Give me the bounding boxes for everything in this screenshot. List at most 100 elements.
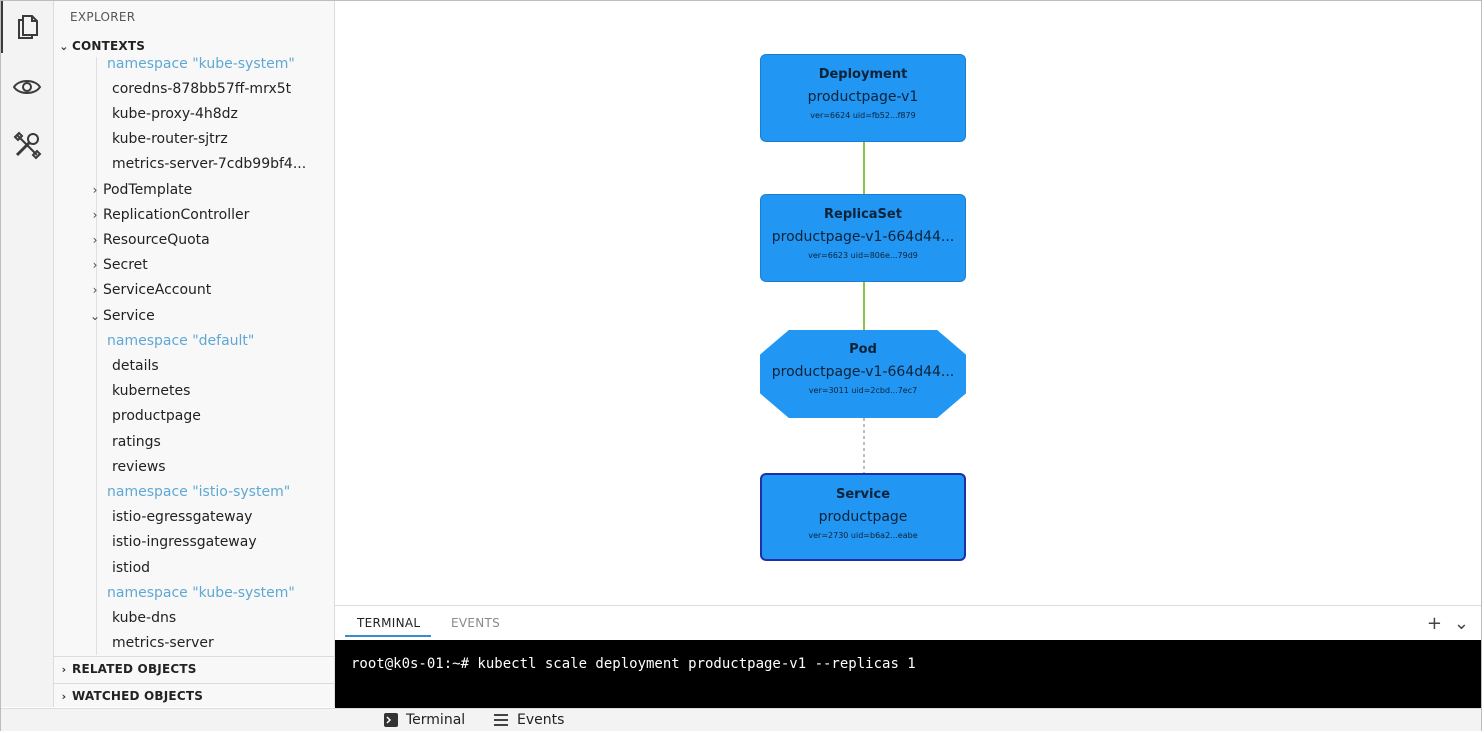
tree-indent-guide (96, 57, 97, 655)
tree-row-label: kubernetes (112, 383, 191, 400)
tree-row-label: namespace "istio-system" (107, 483, 291, 500)
tree-row-label: coredns-878bb57ff-mrx5t (112, 80, 292, 97)
tree-item[interactable]: ratings (112, 429, 161, 454)
tree-row-label: PodTemplate (103, 181, 193, 198)
namespace-row[interactable]: namespace "kube-system" (107, 580, 295, 605)
activity-bar (1, 1, 54, 707)
contexts-section-header[interactable]: ⌄ CONTEXTS (54, 34, 334, 58)
tab-events[interactable]: EVENTS (451, 616, 501, 630)
contexts-section-label: CONTEXTS (72, 39, 146, 53)
chevron-right-icon: › (92, 258, 98, 273)
chevron-down-icon[interactable]: ⌄ (1453, 613, 1469, 634)
statusbar-terminal-button[interactable]: Terminal (384, 712, 465, 728)
tree-row-label: istiod (112, 559, 151, 576)
tree-row-label: kube-router-sjtrz (112, 131, 228, 148)
tree-row-label: istio-egressgateway (112, 509, 253, 526)
watched-objects-section-header[interactable]: › WATCHED OBJECTS (54, 683, 334, 707)
tree-row-label: namespace "kube-system" (107, 584, 295, 601)
related-objects-label: RELATED OBJECTS (72, 662, 197, 676)
active-tab-indicator (345, 635, 431, 637)
terminal-icon (384, 713, 398, 727)
tree-item[interactable]: kube-router-sjtrz (112, 127, 228, 152)
resource-group[interactable]: › Secret (89, 253, 148, 278)
tree-item[interactable]: details (112, 353, 159, 378)
tree-row-label: ratings (112, 433, 161, 450)
tree-item[interactable]: istiod (112, 555, 150, 580)
node-name: productpage-v1-664d44... (771, 364, 955, 380)
node-kind: ReplicaSet (824, 207, 902, 222)
tools-activity-button[interactable] (1, 119, 53, 171)
pod-node[interactable]: Pod productpage-v1-664d44... ver=3011 ui… (760, 330, 966, 418)
link-edge-pod-service (863, 418, 865, 473)
node-meta: ver=6623 uid=806e...79d9 (808, 251, 918, 260)
statusbar-terminal-label: Terminal (406, 712, 466, 728)
tree-row-label: ServiceAccount (103, 282, 212, 299)
tree-row-label: namespace "default" (107, 332, 255, 349)
tree-row-label: Service (103, 307, 155, 324)
owner-edge-deployment-replicaset (863, 142, 865, 194)
resource-group[interactable]: › ReplicationController (89, 202, 250, 227)
terminal-output[interactable]: root@k0s-01:~# kubectl scale deployment … (335, 640, 1481, 709)
replicaset-node[interactable]: ReplicaSet productpage-v1-664d44... ver=… (760, 194, 966, 282)
tree-item[interactable]: istio-egressgateway (112, 505, 252, 530)
node-meta: ver=6624 uid=fb52...f879 (810, 111, 916, 120)
statusbar-events-button[interactable]: Events (493, 712, 564, 728)
service-node[interactable]: Service productpage ver=2730 uid=b6a2...… (760, 473, 966, 561)
resource-group[interactable]: › PodTemplate (89, 177, 193, 202)
related-objects-section-header[interactable]: › RELATED OBJECTS (54, 656, 334, 681)
chevron-right-icon: › (92, 283, 98, 298)
tree-row-label: istio-ingressgateway (112, 534, 257, 551)
tree-row-label: productpage (112, 408, 201, 425)
tree-item[interactable]: istio-ingressgateway (112, 530, 257, 555)
node-meta: ver=3011 uid=2cbd...7ec7 (808, 386, 918, 395)
files-icon (18, 15, 38, 39)
namespace-row[interactable]: namespace "default" (107, 328, 254, 353)
chevron-right-icon: › (92, 232, 98, 247)
chevron-right-icon: › (92, 182, 98, 197)
explorer-sidebar: EXPLORER ⌄ CONTEXTS namespace "kube-syst… (54, 1, 335, 707)
tab-terminal[interactable]: TERMINAL (357, 616, 421, 630)
tree-row-label: Secret (103, 257, 148, 274)
node-kind: Pod (849, 342, 877, 357)
namespace-row[interactable]: namespace "istio-system" (107, 479, 290, 504)
bottom-panel: TERMINAL EVENTS + ⌄ root@k0s-01:~# kubec… (335, 605, 1481, 709)
chevron-right-icon: › (92, 207, 98, 222)
resource-group[interactable]: › ResourceQuota (89, 227, 210, 252)
tree-row-label: ReplicationController (103, 206, 250, 223)
tree-item[interactable]: productpage (112, 404, 201, 429)
node-name: productpage (818, 509, 908, 525)
tree-item[interactable]: metrics-server (112, 631, 214, 655)
tree-row-label: metrics-server (112, 635, 214, 652)
tree-item[interactable]: metrics-server-7cdb99bf4... (112, 152, 306, 177)
chevron-right-icon: › (61, 689, 67, 703)
terminal-command-line: root@k0s-01:~# kubectl scale deployment … (351, 656, 916, 672)
explorer-activity-button[interactable] (1, 1, 53, 53)
tree-item[interactable]: kube-proxy-4h8dz (112, 101, 238, 126)
panel-actions: + ⌄ (1427, 613, 1469, 634)
list-icon (494, 714, 508, 726)
node-kind: Deployment (818, 67, 908, 82)
tree-row-label: metrics-server-7cdb99bf4... (112, 156, 307, 173)
plus-icon[interactable]: + (1426, 613, 1442, 634)
tree-item[interactable]: reviews (112, 454, 166, 479)
tree-item[interactable]: kubernetes (112, 379, 190, 404)
tree-row-label: namespace "kube-system" (107, 57, 295, 72)
deployment-node[interactable]: Deployment productpage-v1 ver=6624 uid=f… (760, 54, 966, 142)
eye-icon (12, 80, 42, 94)
chevron-down-icon: ⌄ (59, 39, 69, 53)
node-name: productpage-v1-664d44... (771, 229, 955, 245)
tree-item[interactable]: coredns-878bb57ff-mrx5t (112, 76, 291, 101)
chevron-right-icon: › (61, 662, 67, 676)
status-bar: Terminal Events (1, 708, 1481, 731)
watched-objects-label: WATCHED OBJECTS (72, 689, 204, 703)
tree-row-label: kube-proxy-4h8dz (112, 105, 238, 122)
tree-row-label: kube-dns (112, 609, 177, 626)
tree-row-label: details (112, 357, 159, 374)
tree-item[interactable]: kube-dns (112, 605, 176, 630)
tree-row-label: ResourceQuota (103, 231, 210, 248)
statusbar-events-label: Events (517, 712, 565, 728)
resource-group[interactable]: › ServiceAccount (89, 278, 212, 303)
namespace-row[interactable]: namespace "kube-system" (107, 57, 295, 76)
watch-activity-button[interactable] (1, 61, 53, 113)
resource-group[interactable]: ⌄Service (89, 303, 155, 328)
